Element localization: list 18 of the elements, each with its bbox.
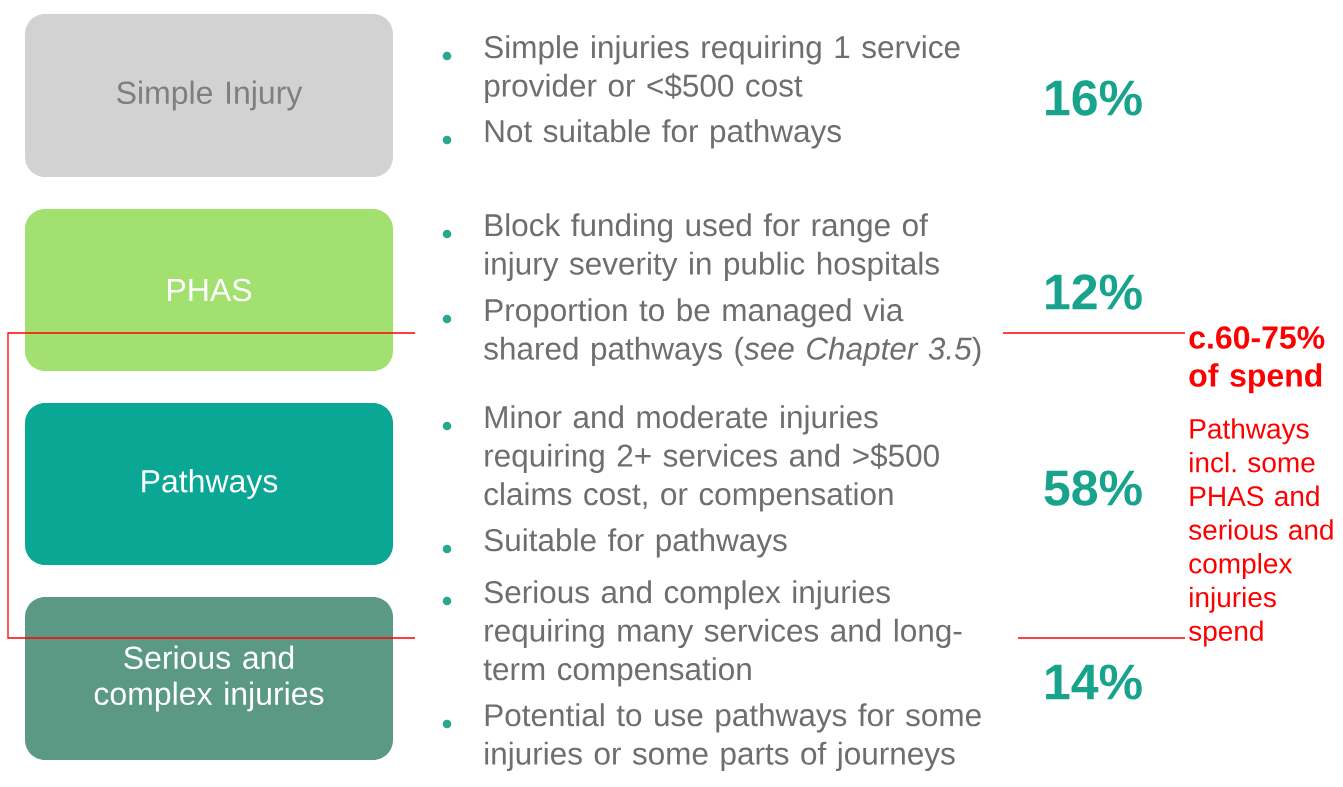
category-box: PHAS bbox=[25, 209, 393, 371]
category-box: Pathways bbox=[25, 403, 393, 565]
category-box: Simple Injury bbox=[25, 14, 393, 177]
bullet-item: Not suitable for pathways bbox=[442, 119, 841, 149]
bullet-item: Minor and moderate injuries requiring 2+ services and >$500 claims cost, or compensation bbox=[442, 405, 939, 512]
percentage: 12% bbox=[1046, 274, 1142, 310]
percentage: 14% bbox=[1046, 664, 1142, 700]
bullet-item: Block funding used for range of injury severity in public hospitals bbox=[442, 213, 939, 282]
percentage: 16% bbox=[1046, 80, 1142, 116]
bullet-item: Suitable for pathways bbox=[442, 528, 787, 558]
percentage: 58% bbox=[1044, 470, 1142, 506]
note-text: Pathways incl. some PHAS and serious and complex injuries spend bbox=[1189, 418, 1333, 647]
bullet-item: Simple injuries requiring 1 service provider or <$500 cost bbox=[442, 35, 960, 104]
category-box: Serious and complex injuries bbox=[25, 597, 393, 760]
note-text: c.60-75% of spend bbox=[1189, 326, 1325, 394]
bullet-item: Serious and complex injuries requiring many services and long-term compensation bbox=[442, 580, 962, 687]
bullet-item: Proportion to be managed via shared pathways (see Chapter 3.5) bbox=[442, 298, 981, 367]
bullet-item: Potential to use pathways for some injuries or some parts of journeys bbox=[442, 703, 981, 772]
